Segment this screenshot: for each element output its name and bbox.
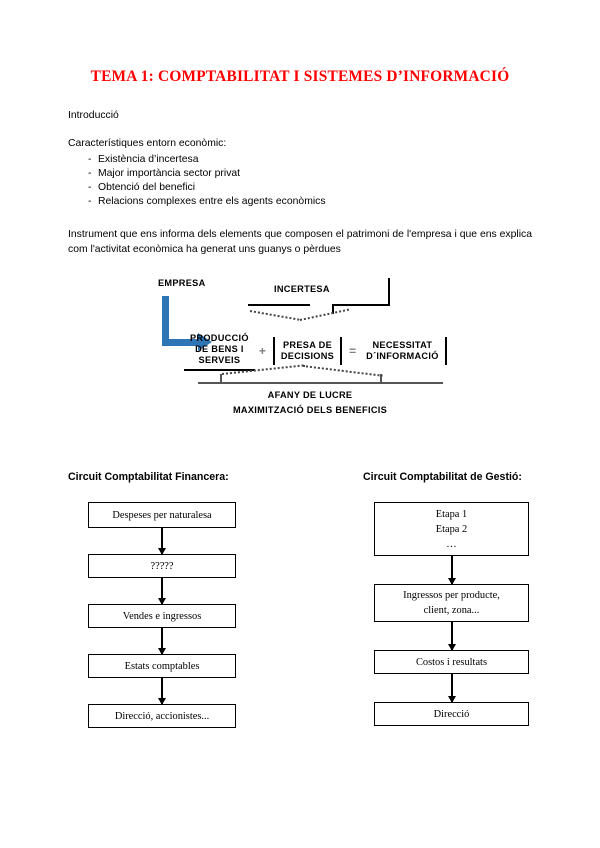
list-item: - Relacions complexes entre els agents e… — [68, 194, 326, 208]
flow-box-line: Costos i resultats — [415, 656, 487, 668]
characteristics-heading: Característiques entorn econòmic: — [68, 138, 227, 149]
flow-arrow-icon — [158, 528, 166, 555]
flow-box-line: Despeses per naturalesa — [112, 509, 212, 521]
flow-box: Direcció — [374, 702, 529, 726]
incertesa-tick-right — [388, 278, 390, 306]
diagram-label-empresa: EMPRESA — [158, 278, 206, 288]
list-item-label: Existència d’incertesa — [98, 153, 199, 165]
flow-box-line: … — [446, 538, 457, 550]
flow-box-line: Direcció — [433, 708, 470, 720]
flow-box: Despeses per naturalesa — [88, 502, 236, 528]
blue-arrow-shaft — [162, 339, 200, 346]
characteristics-list: - Existència d’incertesa - Major importà… — [68, 152, 326, 208]
list-item: - Existència d’incertesa — [68, 152, 326, 166]
definition-paragraph: Instrument que ens informa dels elements… — [68, 229, 532, 255]
flow-box: Vendes e ingressos — [88, 604, 236, 628]
incertesa-bracket-right — [332, 304, 390, 306]
flow-box-line: Estats comptables — [124, 660, 200, 672]
concept-diagram: EMPRESA INCERTESA PRODUCCIÓ DE BENS I SE… — [140, 272, 480, 437]
equation-term-presa-decisions: PRESA DE DECISIONS — [272, 336, 343, 365]
flow-arrow-icon — [447, 674, 456, 703]
flowchart-financera: Despeses per naturalesa ????? Vendes e i… — [88, 502, 236, 728]
flow-arrow-icon — [158, 578, 166, 605]
bullet-marker: - — [88, 181, 92, 193]
list-item: - Obtenció del benefici — [68, 180, 326, 194]
equation-term-presa-line1: PRESA DE — [282, 339, 333, 350]
incertesa-dotted-connector-right — [299, 308, 350, 321]
diagram-label-afany-de-lucre: AFANY DE LUCRE — [267, 390, 353, 400]
equation-equals-operator: = — [349, 343, 357, 358]
flow-box: ????? — [88, 554, 236, 578]
incertesa-bracket-left — [248, 304, 310, 306]
bullet-marker: - — [88, 195, 92, 207]
equation-term-produccio: PRODUCCIÓ DE BENS I SERVEIS — [184, 330, 255, 371]
list-item: - Major importància sector privat — [68, 166, 326, 180]
incertesa-dotted-connector-left — [249, 310, 300, 321]
flow-box-line: Direcció, accionistes... — [114, 710, 210, 722]
bottom-bracket-tick-right — [380, 374, 382, 383]
equation-term-necessitat-line1: NECESSITAT — [372, 339, 433, 350]
blue-arrow-stem — [162, 296, 169, 346]
flow-box-line: client, zona... — [423, 605, 480, 616]
intro-label: Introducció — [68, 110, 119, 121]
list-item-label: Obtenció del benefici — [98, 181, 196, 193]
flow-arrow-icon — [447, 622, 456, 651]
blue-arrow-head-icon — [198, 333, 212, 351]
flow-box: Costos i resultats — [374, 650, 529, 674]
page-title: TEMA 1: COMPTABILITAT I SISTEMES D’INFOR… — [90, 68, 510, 85]
equation-term-necessitat-informacio: NECESSITAT D´INFORMACIÓ — [360, 336, 447, 365]
diagram-label-maximitzacio: MAXIMITZACIÓ DELS BENEFICIS — [232, 405, 388, 415]
flow-box-line: Ingressos per producte, — [403, 590, 500, 601]
bullet-marker: - — [88, 153, 92, 165]
flow-arrow-icon — [158, 628, 166, 655]
list-item-label: Relacions complexes entre els agents eco… — [98, 195, 326, 207]
flow-box: Estats comptables — [88, 654, 236, 678]
equation-term-produccio-line1: PRODUCCIÓ — [190, 333, 249, 343]
diagram-label-incertesa: INCERTESA — [274, 284, 330, 294]
flow-box: Etapa 1 Etapa 2 … — [374, 502, 529, 556]
equation-term-produccio-line3: SERVEIS — [198, 355, 241, 365]
flowchart-heading-financera: Circuit Comptabilitat Financera: — [68, 471, 229, 483]
equation-term-presa-line2: DECISIONS — [280, 350, 335, 361]
flow-box-line: Etapa 2 — [435, 523, 468, 535]
flow-box: Direcció, accionistes... — [88, 704, 236, 728]
bottom-bracket-tick-left — [220, 374, 222, 383]
flowchart-heading-gestio: Circuit Comptabilitat de Gestió: — [363, 471, 522, 483]
equation-term-necessitat-line2: D´INFORMACIÓ — [366, 350, 439, 361]
equation-plus-operator: + — [258, 343, 266, 358]
bullet-marker: - — [88, 167, 92, 179]
bottom-bracket-line — [198, 382, 443, 384]
flow-arrow-icon — [447, 556, 456, 585]
list-item-label: Major importància sector privat — [98, 167, 241, 179]
flow-box: Ingressos per producte, client, zona... — [374, 584, 529, 622]
diagram-equation-row: PRODUCCIÓ DE BENS I SERVEIS + PRESA DE D… — [184, 330, 447, 371]
flowchart-gestio: Etapa 1 Etapa 2 … Ingressos per producte… — [374, 502, 529, 726]
flow-box-line: Vendes e ingressos — [122, 610, 202, 622]
flow-arrow-icon — [158, 678, 166, 705]
flow-box-line: Etapa 1 — [435, 508, 468, 520]
flow-box-line: ????? — [150, 560, 174, 572]
incertesa-tick-left — [332, 304, 334, 314]
equation-term-produccio-line2: DE BENS I — [195, 344, 244, 354]
